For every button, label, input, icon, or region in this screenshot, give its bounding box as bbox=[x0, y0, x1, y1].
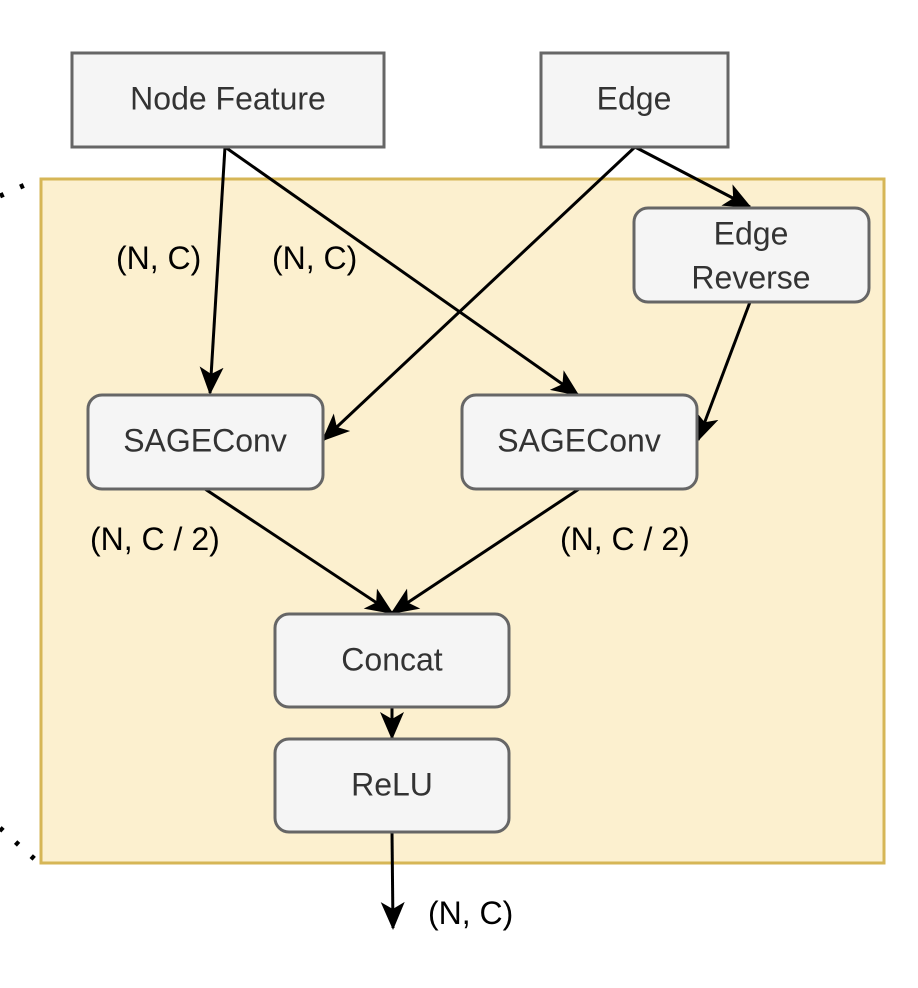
edge-reverse-box: Edge Reverse bbox=[632, 206, 871, 304]
edge-edge-to-left-sageconv bbox=[321, 145, 637, 442]
edge-relu-output bbox=[380, 831, 405, 930]
concat-box: Concat bbox=[273, 612, 511, 709]
edge-nodefeat-to-right-sageconv bbox=[224, 145, 580, 397]
edge-edge-to-edge-reverse bbox=[634, 145, 752, 209]
sageconv-left-box: SAGEConv bbox=[86, 393, 325, 491]
concat-label: Concat bbox=[341, 641, 443, 677]
sageconv-right-label: SAGEConv bbox=[497, 422, 661, 458]
relu-box: ReLU bbox=[273, 737, 511, 834]
edge-nodefeat-to-left-sageconv bbox=[199, 146, 227, 395]
edge-right-sageconv-to-concat bbox=[390, 487, 580, 615]
edge-label-left-concat: (N, C / 2) bbox=[90, 521, 220, 557]
edge-label-right-concat: (N, C / 2) bbox=[560, 521, 690, 557]
zoom-guide-top bbox=[0, 177, 38, 199]
edge-label-nodefeat-right: (N, C) bbox=[272, 240, 357, 276]
relu-label: ReLU bbox=[351, 766, 433, 802]
edge-box: Edge bbox=[539, 51, 730, 149]
edge-label: Edge bbox=[597, 80, 672, 116]
sageconv-right-box: SAGEConv bbox=[460, 393, 699, 491]
zoom-guide-bottom bbox=[0, 826, 42, 866]
edge-left-sageconv-to-concat bbox=[204, 487, 394, 615]
edge-edge-reverse-to-right-sageconv bbox=[695, 301, 752, 442]
edge-reverse-label-line1: Edge bbox=[714, 215, 789, 251]
edge-label-output: (N, C) bbox=[428, 895, 513, 931]
node-feature-label: Node Feature bbox=[130, 80, 326, 116]
node-feature-box: Node Feature bbox=[70, 51, 386, 149]
edge-reverse-label-line2: Reverse bbox=[691, 259, 810, 295]
edge-label-nodefeat-left: (N, C) bbox=[116, 240, 201, 276]
sageconv-left-label: SAGEConv bbox=[123, 422, 287, 458]
